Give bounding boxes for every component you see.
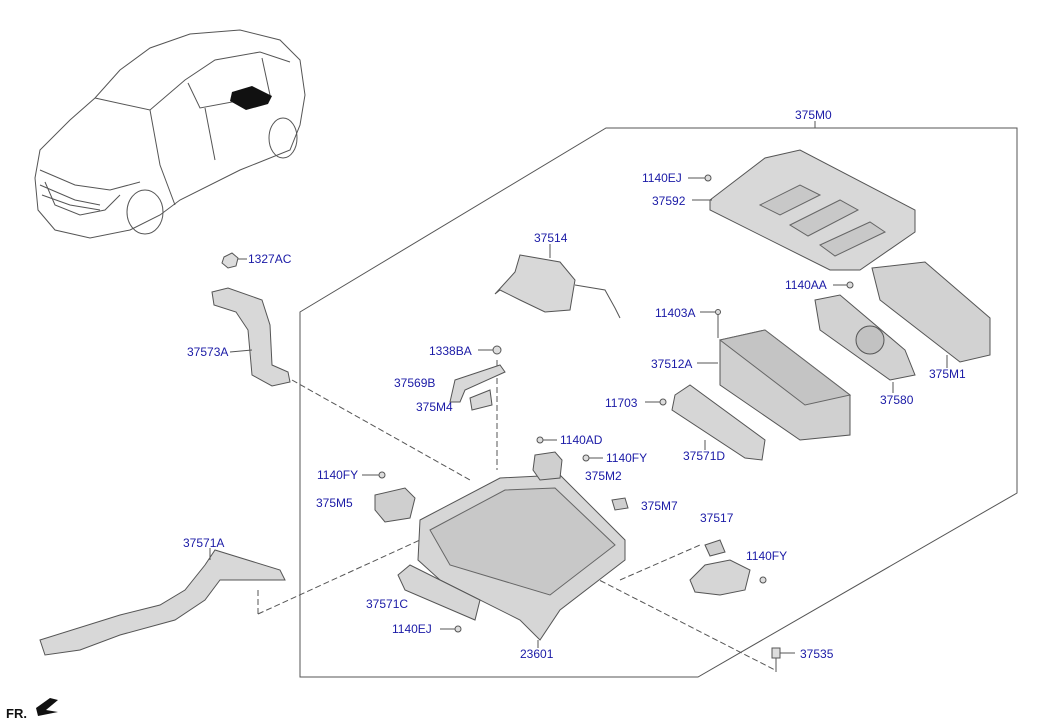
module-375m2 [532, 451, 563, 481]
label-375m0[interactable]: 375M0 [795, 108, 832, 122]
label-37514[interactable]: 37514 [534, 231, 568, 245]
label-375m1[interactable]: 375M1 [929, 367, 966, 381]
label-37569b[interactable]: 37569B [394, 376, 436, 390]
cover-37592-ribs [758, 184, 887, 257]
battery-location-highlight [230, 86, 272, 110]
label-1327ac[interactable]: 1327AC [248, 252, 292, 266]
bracket-375m4 [469, 389, 493, 411]
bolt-37535 [771, 647, 795, 672]
label-375m2[interactable]: 375M2 [585, 469, 622, 483]
bolt-1140ej-bottom [440, 625, 462, 633]
front-arrow-icon [36, 698, 58, 716]
leader-37573a [229, 349, 253, 353]
bolt-1140fy-mid [582, 454, 603, 462]
bolt-1140fy-right [759, 576, 767, 584]
label-37580[interactable]: 37580 [880, 393, 914, 407]
bracket-37569b [449, 364, 506, 403]
connector-37517 [704, 539, 726, 557]
label-1140fy-mid[interactable]: 1140FY [606, 451, 648, 465]
duct-37571a [39, 549, 286, 656]
label-1140aa[interactable]: 1140AA [785, 278, 827, 292]
label-1140ad[interactable]: 1140AD [560, 433, 603, 447]
label-37592[interactable]: 37592 [652, 194, 686, 208]
module-375m1 [871, 261, 991, 363]
label-37517[interactable]: 37517 [700, 511, 734, 525]
label-375m4[interactable]: 375M4 [416, 400, 453, 414]
bolt-1140aa [833, 281, 854, 289]
cover-37592 [709, 149, 916, 271]
label-37535[interactable]: 37535 [800, 647, 834, 661]
label-11403a[interactable]: 11403A [655, 306, 696, 320]
label-1140ej-top[interactable]: 1140EJ [642, 171, 682, 185]
label-11703[interactable]: 11703 [605, 396, 638, 410]
module-375m7 [611, 497, 629, 511]
label-1140fy-left[interactable]: 1140FY [317, 468, 359, 482]
fan-37580-rotor [855, 325, 885, 355]
bracket-37514 [494, 254, 576, 313]
front-direction-label: FR. [6, 706, 27, 721]
duct-37571c [397, 564, 481, 621]
label-37573a[interactable]: 37573A [187, 345, 229, 359]
label-37512a[interactable]: 37512A [651, 357, 693, 371]
label-1338ba[interactable]: 1338BA [429, 344, 472, 358]
label-37571c[interactable]: 37571C [366, 597, 409, 611]
label-37571d[interactable]: 37571D [683, 449, 726, 463]
nut-1327ac [221, 252, 247, 269]
tray-23601-inner [429, 487, 616, 596]
bolt-1140ej-top [688, 174, 712, 182]
label-375m5[interactable]: 375M5 [316, 496, 353, 510]
label-23601[interactable]: 23601 [520, 647, 554, 661]
wire-37514 [574, 284, 621, 319]
bolt-1140fy-left [362, 471, 386, 479]
duct-37573a [211, 287, 291, 387]
module-375m5 [374, 487, 416, 523]
duct-37571d [671, 384, 766, 461]
bolt-11703 [645, 398, 667, 406]
label-1140fy-right[interactable]: 1140FY [746, 549, 788, 563]
assembly-outline [299, 127, 1018, 678]
harness-37517 [689, 559, 751, 596]
battery-37512a-top [718, 329, 852, 406]
label-1140ej-bottom[interactable]: 1140EJ [392, 622, 432, 636]
vehicle-illustration [34, 29, 306, 239]
bolt-1338ba [478, 345, 502, 355]
label-37571a[interactable]: 37571A [183, 536, 225, 550]
bolt-1140ad [536, 436, 557, 444]
label-375m7[interactable]: 375M7 [641, 499, 678, 513]
bolt-11403a [700, 309, 721, 338]
